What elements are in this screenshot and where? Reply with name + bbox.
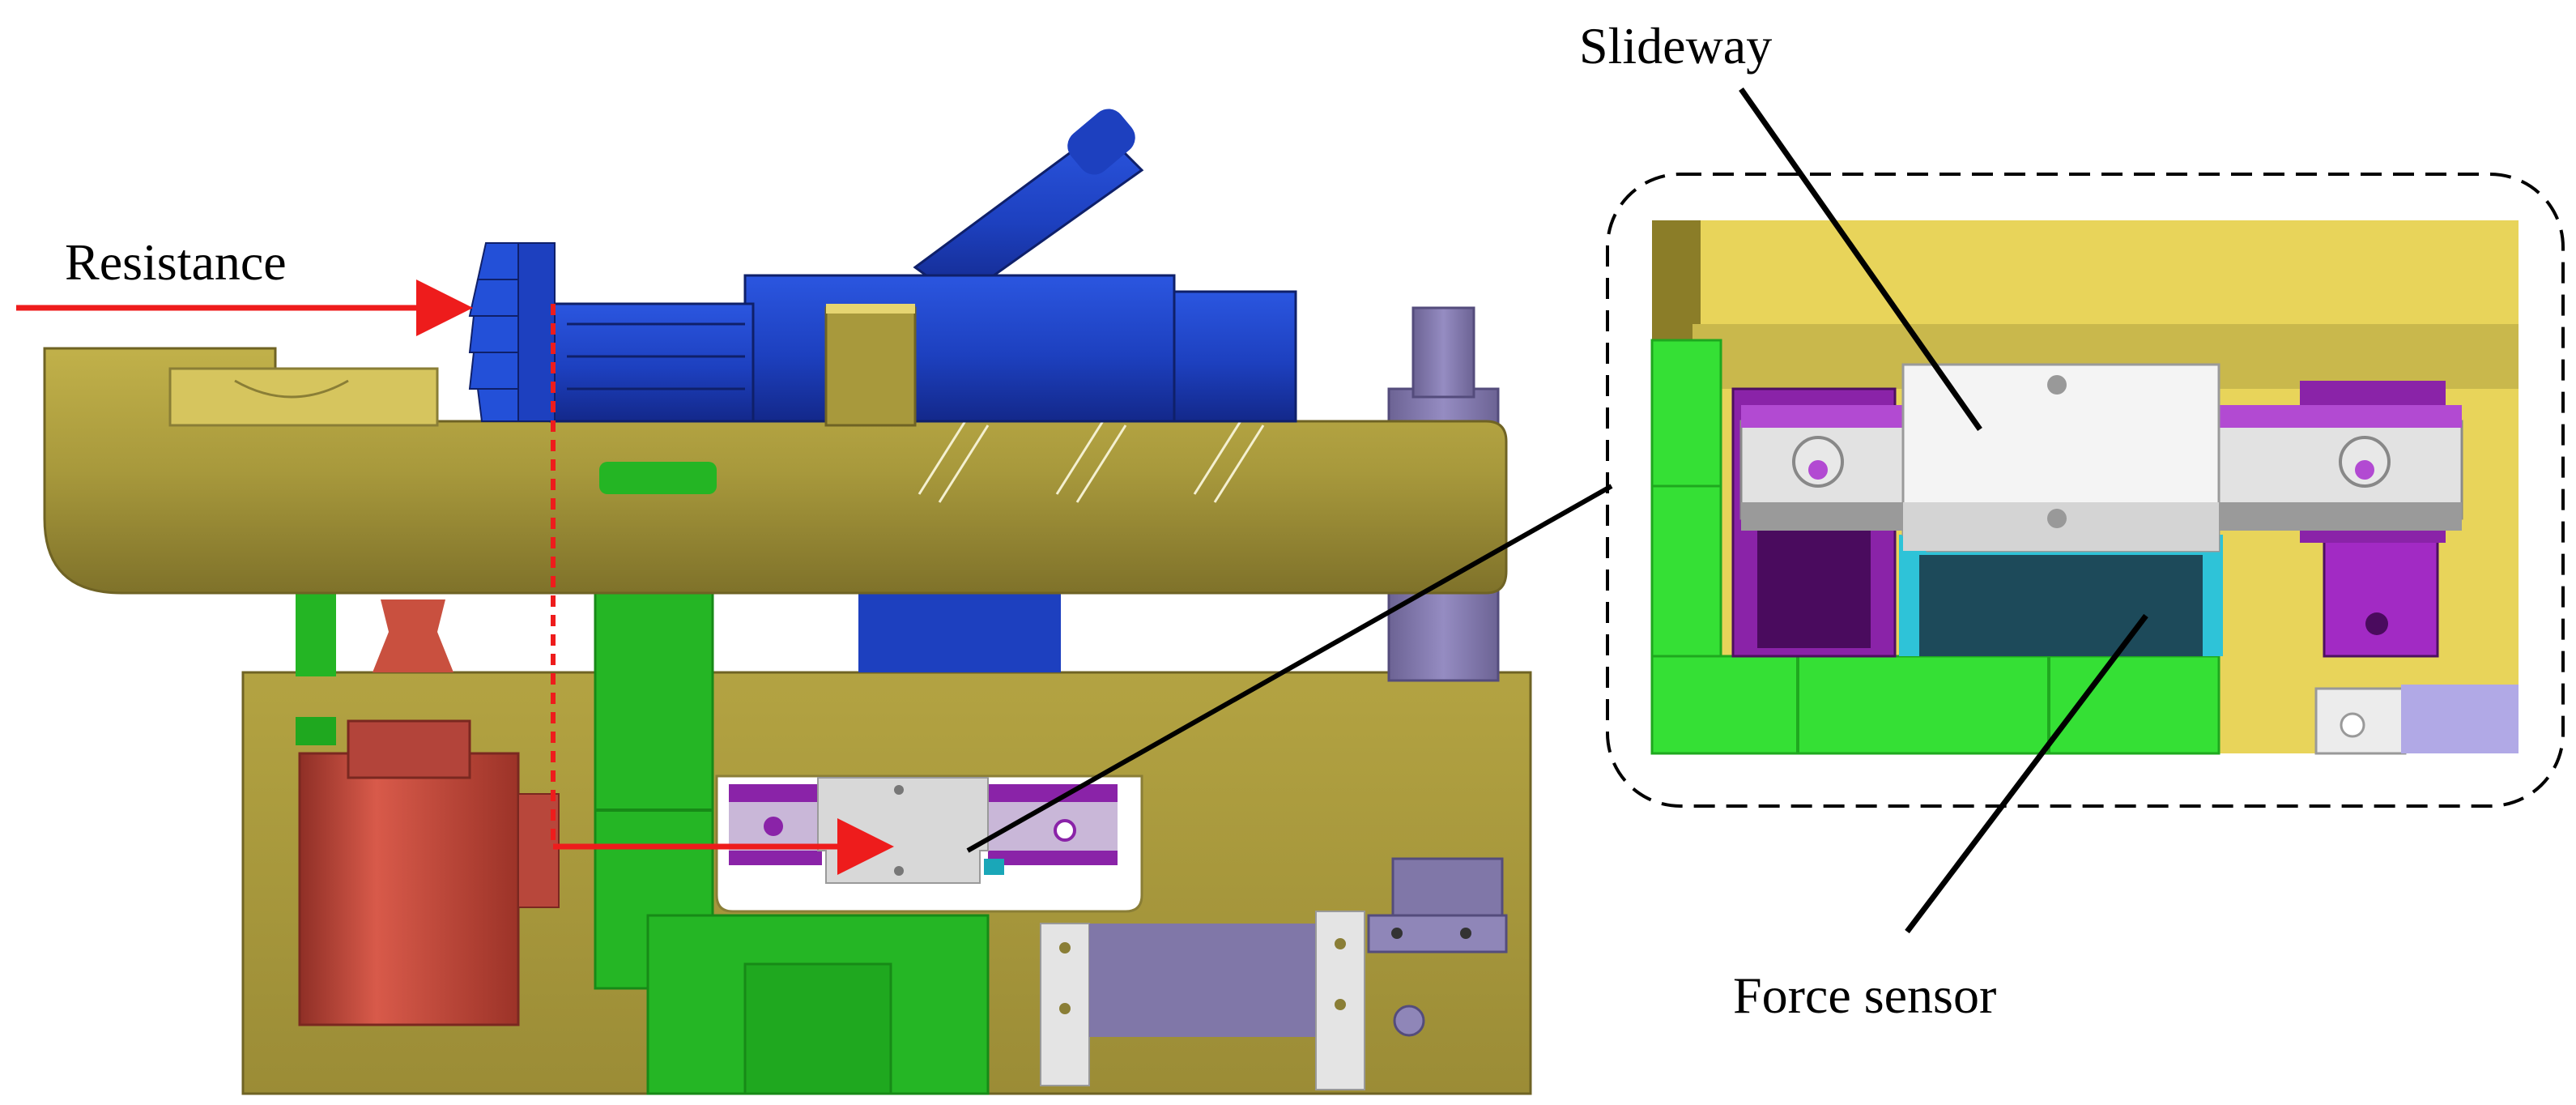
gear-teeth: [468, 242, 556, 422]
red-coupling: [373, 599, 453, 672]
mechanism-assembly: [16, 109, 1532, 1095]
green-slot: [599, 462, 717, 494]
lavender-bracket: [1089, 924, 1316, 1037]
slider-block-small: [817, 777, 989, 884]
zoom-leader-line: [966, 484, 1613, 853]
force-sensor-leader: [1905, 613, 2148, 934]
nail-gun: [549, 109, 1297, 427]
small-green-tab: [296, 717, 336, 745]
label-resistance: Resistance: [65, 233, 287, 291]
label-force-sensor: Force sensor: [1733, 966, 1996, 1024]
slideway-leader: [1739, 87, 1982, 432]
upper-plate: [43, 347, 1508, 595]
label-slideway: Slideway: [1579, 17, 1772, 75]
screw-head: [1393, 1005, 1425, 1037]
zoom-inset: [1606, 173, 2565, 808]
red-motor: [298, 752, 520, 1026]
